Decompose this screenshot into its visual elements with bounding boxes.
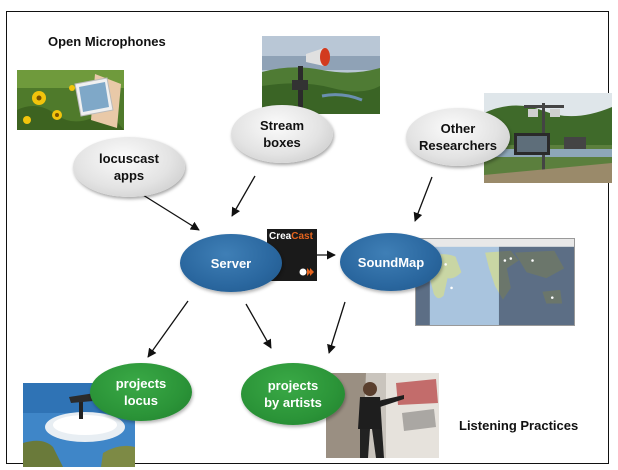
diagram-frame — [6, 11, 609, 464]
node-soundmap: SoundMap — [340, 233, 442, 291]
node-stream-boxes: Stream boxes — [231, 105, 333, 163]
photo-sky-dish — [23, 383, 135, 467]
photo-research-station — [484, 93, 612, 183]
node-server: Server — [180, 234, 282, 292]
node-projects-locus: projects locus — [90, 363, 192, 421]
photo-phone-in-field — [17, 70, 124, 130]
node-projects-by-artists: projects by artists — [241, 363, 345, 425]
heading-open-microphones: Open Microphones — [48, 34, 166, 49]
creacast-play-icon — [299, 268, 314, 276]
node-other-researchers: Other Researchers — [406, 108, 510, 166]
heading-listening-practices: Listening Practices — [459, 418, 579, 433]
photo-soundmap-screen — [415, 238, 575, 326]
creacast-wordmark: CreaCast — [269, 231, 313, 242]
node-locuscast-apps: locuscast apps — [73, 137, 185, 197]
photo-stream-box — [262, 36, 380, 114]
